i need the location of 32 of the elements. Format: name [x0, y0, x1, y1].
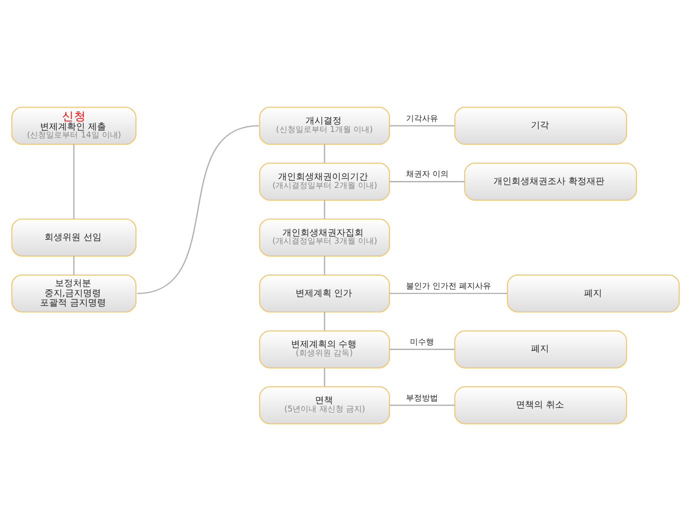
connector [390, 125, 454, 126]
connector [390, 404, 454, 406]
node-box: 개인회생채권이의기간 (개시결정일부터 2개월 이내) [259, 162, 390, 201]
node-box: 기각 [454, 106, 628, 145]
node-box: 보정처분 중지,금지명령 포괄적 금지명령 [11, 274, 136, 312]
edge-label: 채권자 이의 [406, 168, 448, 179]
edge-label: 기각사유 [406, 112, 438, 123]
node-box: 변제계획의 수행 (회생위원 감독) [259, 330, 390, 368]
node-box: 면책 (5년이내 재신청 금지) [259, 386, 390, 424]
connector [137, 125, 259, 294]
node-box: 신청 변제계확인 제출 (신청일로부터 14일 이내) [11, 106, 136, 145]
edge-label: 미수행 [410, 336, 434, 346]
connector [390, 348, 454, 350]
connector [390, 292, 508, 294]
edge-label: 부정방법 [406, 392, 438, 402]
node-box: 회생위원 선임 [11, 218, 136, 257]
connector [324, 256, 326, 275]
connector [390, 181, 464, 182]
connector [73, 144, 74, 219]
node-box: 개인회생채권자집회 (개시결정일부터 3개월 이내) [259, 218, 390, 257]
edge-label: 불인가 인가전 폐지사유 [406, 280, 492, 291]
connector [324, 312, 326, 331]
connector [324, 368, 326, 386]
node-box: 개시결정 (신청일로부터 1개월 이내) [259, 106, 390, 145]
node-box: 폐지 [506, 274, 680, 312]
connector [324, 144, 326, 163]
node-box: 변제계획 인가 [259, 274, 390, 312]
connector [324, 200, 326, 219]
node-box: 면책의 취소 [454, 386, 628, 424]
connector [73, 256, 74, 275]
node-box: 개인회생채권조사 확정재판 [464, 162, 637, 201]
node-box: 폐지 [454, 330, 628, 368]
